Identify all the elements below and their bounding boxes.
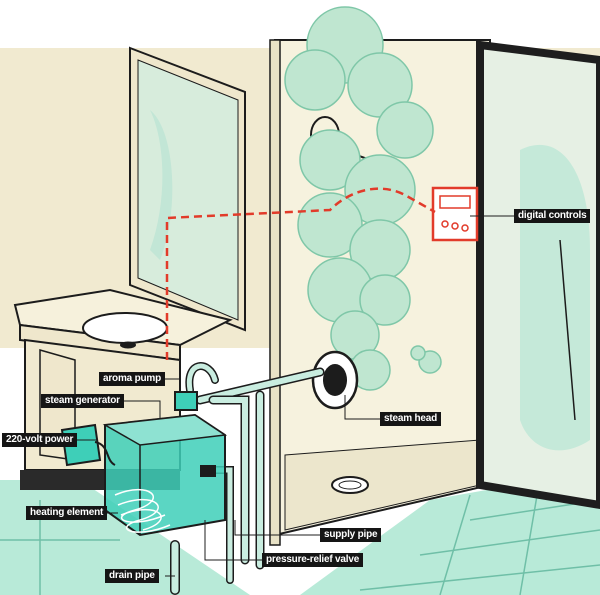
steam-head	[311, 350, 359, 410]
control-wire	[165, 187, 436, 360]
sink-drain	[120, 341, 136, 349]
label-220-volt-power: 220-volt power	[2, 433, 78, 447]
digital-controls-panel	[431, 186, 479, 242]
mirror	[129, 46, 246, 332]
label-aroma-pump: aroma pump	[99, 372, 166, 386]
glass-panel-edge	[269, 39, 281, 546]
label-heating-element: heating element	[26, 506, 108, 520]
label-steam-head: steam head	[380, 412, 442, 426]
label-supply-pipe: supply pipe	[320, 528, 382, 542]
pipes	[170, 362, 325, 595]
shower-drain	[331, 476, 369, 494]
sink	[82, 312, 168, 344]
label-pressure-relief-valve: pressure-relief valve	[262, 553, 364, 567]
generator-valve	[200, 465, 216, 477]
aroma-pump	[174, 391, 198, 411]
steam-generator	[102, 413, 228, 537]
steam-cloud	[284, 6, 442, 391]
label-steam-generator: steam generator	[41, 394, 124, 408]
leader-lines	[62, 215, 514, 577]
heating-element	[114, 488, 171, 533]
label-digital-controls: digital controls	[514, 209, 591, 223]
label-drain-pipe: drain pipe	[105, 569, 159, 583]
